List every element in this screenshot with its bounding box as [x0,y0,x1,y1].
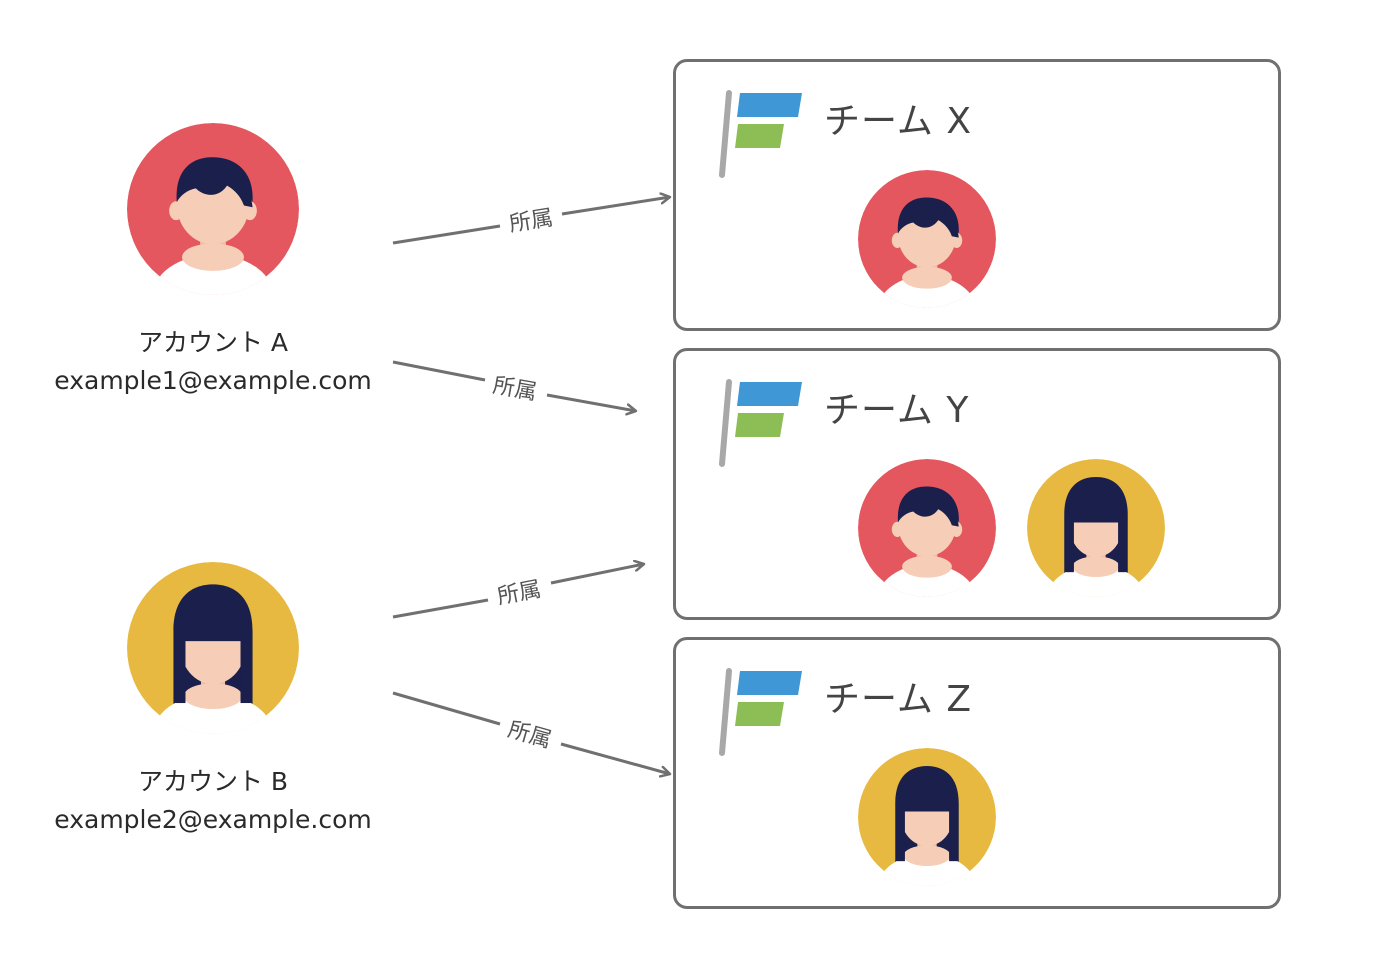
team-z-title: チーム Z [824,679,973,720]
team-x-title: チーム X [824,101,973,142]
account-b-name: アカウント B [137,767,289,796]
team-y-title: チーム Y [824,390,970,431]
account-a-name: アカウント A [137,328,289,357]
edge-a-x-label: 所属 [508,206,555,238]
account-a-email: example1@example.com [54,366,372,395]
edge-b-y-label: 所属 [495,577,543,610]
edge-a-y: 所属 [392,360,636,411]
edge-b-z-label: 所属 [505,717,554,753]
team-y-box: チーム Y [673,348,1281,620]
account-b-label: アカウント B example2@example.com [30,763,396,839]
account-a-label: アカウント A example1@example.com [30,324,396,400]
edge-b-z: 所属 [392,691,670,774]
team-z-box: チーム Z [673,637,1281,909]
edge-a-y-label: 所属 [491,373,539,405]
account-b-email: example2@example.com [54,805,372,834]
edge-a-x: 所属 [392,197,670,245]
team-x-box: チーム X [673,59,1281,331]
edge-b-y: 所属 [392,564,644,619]
